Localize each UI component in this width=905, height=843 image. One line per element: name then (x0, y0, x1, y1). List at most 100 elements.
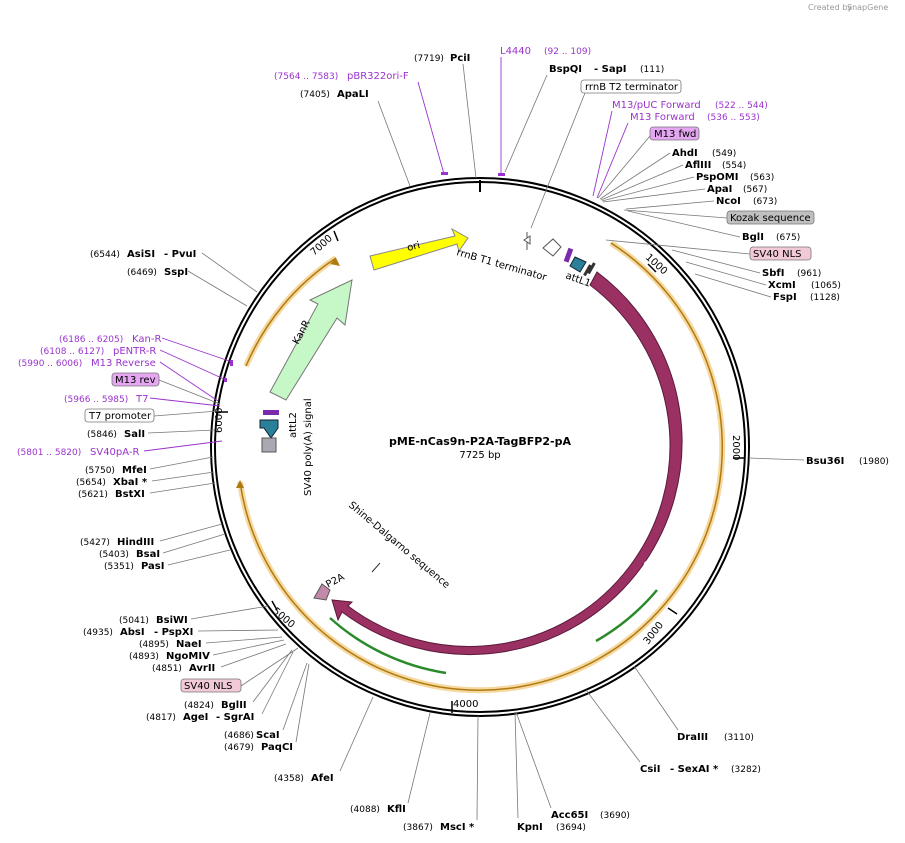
msci-leader (476, 715, 479, 821)
mfei-pos: (5750) (85, 466, 115, 476)
sv40-polya-label: SV40 poly(A) signal (303, 398, 314, 496)
apai-name: ApaI (707, 184, 732, 195)
sali-pos: (5846) (87, 430, 117, 440)
attl2-mark (263, 410, 279, 415)
pentr-name: pENTR-R (113, 346, 156, 357)
t7-promoter-box (84, 408, 155, 423)
draiii-name: DraIII (677, 732, 708, 743)
l4440-pos: (92 .. 109) (544, 47, 591, 57)
sv40nls-top-leader (605, 239, 751, 255)
avrii-name: AvrII (189, 663, 215, 674)
pasi-name: PasI (141, 561, 164, 572)
absi-pos: (4935) (83, 628, 113, 638)
hindiii-pos: (5427) (80, 538, 110, 548)
scai-leader (282, 662, 308, 731)
kfli-pos: (4088) (350, 805, 380, 815)
kozak-mark (587, 262, 596, 275)
pbr-pos: (7564 .. 7583) (274, 72, 338, 82)
kozak-leader (623, 209, 728, 219)
naei-pos: (4895) (139, 640, 169, 650)
mfei-leader (149, 456, 214, 470)
kanr-primer-leader (161, 337, 233, 363)
m13f-leader (596, 122, 629, 199)
backbone-outer (210, 177, 750, 717)
pspomi-pos: (563) (750, 173, 774, 183)
sv40nls-top-mark (583, 264, 592, 277)
sv40-polya-box (261, 437, 277, 453)
orf-kanr-arrow (330, 258, 340, 266)
fspi-name: FspI (773, 292, 797, 303)
paqci-pos: (4679) (224, 743, 254, 753)
sapi-name: - SapI (594, 64, 626, 75)
bsu36i-name: Bsu36I (806, 456, 844, 467)
m13fwd-leader (597, 135, 651, 199)
t7-name: T7 (135, 394, 148, 405)
sv40nls-bottom-label: SV40 NLS (184, 681, 233, 692)
ncoi-pos: (673) (753, 197, 777, 207)
scai-name: ScaI (256, 730, 280, 741)
ncoi-name: NcoI (716, 196, 741, 207)
pbr-mark (441, 172, 448, 175)
apai-leader (602, 188, 706, 203)
rrnb-t2-arrow (523, 235, 531, 245)
xcmi-leader (685, 261, 767, 286)
sv40nls-bottom-leader (240, 647, 299, 687)
m13puc-pos: (522 .. 544) (715, 101, 768, 111)
kanr-primer-name: Kan-R (132, 334, 161, 345)
attl2-arrow (259, 419, 279, 439)
pbr-leader (417, 81, 445, 175)
pvui-name: - PvuI (164, 249, 196, 260)
xbai-name: XbaI * (113, 477, 148, 488)
ncoi-leader (625, 200, 715, 210)
sbfi-pos: (961) (797, 269, 821, 279)
pcii-leader (462, 63, 477, 179)
aflii-name: AflIII (685, 160, 711, 171)
green-arc-right (595, 589, 658, 643)
mfei-name: MfeI (122, 465, 147, 476)
bsiwi-pos: (5041) (119, 616, 149, 626)
orf-kanr-arc-line (245, 257, 337, 367)
asisi-name: AsiSI (127, 249, 155, 260)
csii-pos: (3282) (731, 765, 761, 775)
draiii-pos: (3110) (724, 733, 754, 743)
sv40pa-leader (143, 440, 223, 452)
sv40nls-top-box (749, 246, 812, 261)
pentr-mark (224, 378, 227, 382)
bsu36i-leader (748, 457, 805, 461)
m13rev-box (111, 372, 160, 387)
avrii-pos: (4851) (152, 664, 182, 674)
acc65i-pos: (3690) (600, 811, 630, 821)
kanr-primer-mark (230, 360, 233, 366)
shine-label: Shine-Dalgarno sequence (346, 500, 451, 591)
attl1-mark (563, 247, 574, 263)
tick-mark-3000 (667, 607, 678, 615)
bsai-leader (162, 533, 226, 554)
bspqi-pos: (111) (640, 65, 664, 75)
xbai-pos: (5654) (76, 478, 106, 488)
sspi-leader (187, 270, 248, 307)
apai-pos: (567) (743, 185, 767, 195)
bstxi-pos: (5621) (78, 490, 108, 500)
bsai-pos: (5403) (99, 550, 129, 560)
sexai-name: - SexAI * (670, 764, 719, 775)
tick-mark-1000 (647, 263, 657, 273)
fspi-leader (694, 273, 772, 298)
orf-left-arrow (236, 480, 244, 488)
bsai-name: BsaI (136, 549, 160, 560)
cas9-feature (331, 271, 683, 655)
t7-leader (149, 397, 221, 407)
bgli-pos: (675) (776, 233, 800, 243)
hindiii-leader (159, 523, 223, 542)
ahdi-leader (599, 152, 671, 200)
sspi-name: SspI (164, 267, 188, 278)
sv40nls-top-label: SV40 NLS (753, 249, 802, 260)
tick-mark-5000 (271, 600, 278, 611)
rrnb-t1-arrow (542, 238, 562, 257)
sali-leader (147, 429, 216, 434)
pentr-pos: (6108 .. 6127) (40, 347, 104, 357)
xbai-leader (151, 471, 215, 482)
m13fwd-box (649, 126, 700, 141)
m13rev-pos: (5990 .. 6006) (18, 359, 82, 369)
m13rev-label: M13 rev (115, 375, 156, 386)
attl1-arrow (569, 256, 587, 273)
